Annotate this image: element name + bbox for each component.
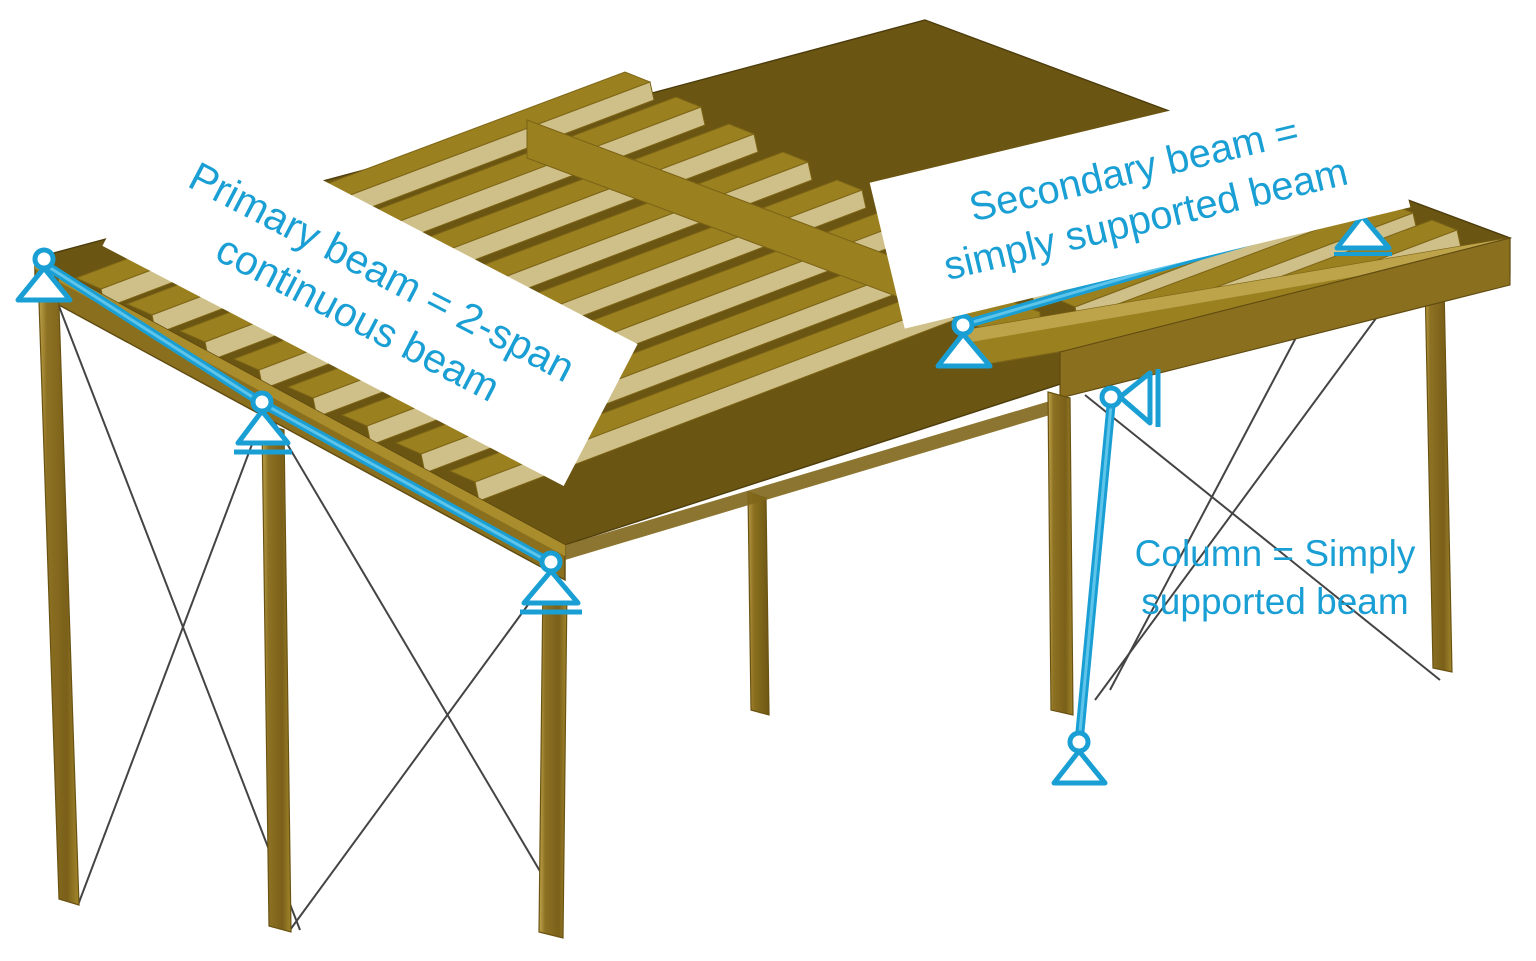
- support-pin-column-base: [1051, 730, 1108, 786]
- column-front-right: [538, 579, 568, 939]
- column-right-annotated: [1047, 391, 1074, 716]
- annotation-column: Column = Simply supported beam: [1090, 530, 1460, 626]
- support-roller-column-top: [1099, 369, 1161, 427]
- column-bracing-lines: [44, 244, 1441, 931]
- column-front-left: [37, 271, 80, 906]
- support-pin-primary-left: [15, 247, 73, 303]
- annotation-column-line1: Column = Simply: [1134, 533, 1416, 574]
- support-symbols: [15, 195, 1392, 786]
- annotation-column-line2: supported beam: [1141, 581, 1409, 623]
- support-roller-primary-mid: [234, 390, 292, 455]
- column-center-stub: [747, 491, 770, 716]
- columns-back: [747, 231, 1453, 716]
- front-right-soffit: [565, 398, 1060, 560]
- support-pin-secondary-left: [935, 313, 993, 369]
- column-front-mid: [261, 422, 292, 933]
- support-roller-primary-right: [520, 550, 582, 615]
